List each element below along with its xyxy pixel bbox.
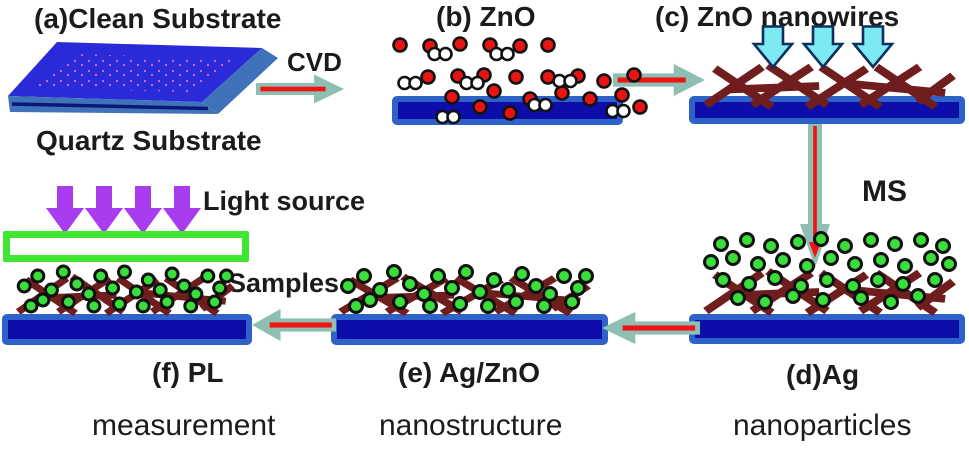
step-d-title: (d)Ag	[786, 359, 860, 390]
light-source-label: Light source	[203, 186, 366, 216]
light-source-panel	[3, 231, 249, 262]
d-to-e-arrow-icon	[602, 311, 700, 345]
step-b-title: (b) ZnO	[436, 1, 536, 32]
zno-precursor-particles	[392, 36, 648, 125]
zno-deposition-arrows-icon	[752, 25, 894, 69]
step-e-caption: nanostructure	[379, 409, 563, 442]
quartz-substrate-slab	[8, 42, 278, 114]
step-f-caption: measurement	[92, 409, 276, 442]
substrate-bar-d	[689, 314, 965, 344]
e-to-f-arrow-icon	[252, 308, 336, 342]
zno-nanowires-c	[703, 62, 956, 110]
cvd-label: CVD	[287, 47, 342, 77]
substrate-bar-e	[331, 314, 608, 345]
step-a-caption: Quartz Substrate	[36, 125, 262, 156]
step-f-title: (f) PL	[152, 357, 224, 388]
ag-particles-on-wires-e	[340, 264, 594, 314]
ag-nanoparticles-d	[703, 231, 957, 310]
step-a-title: (a)Clean Substrate	[34, 3, 282, 34]
samples-label: Samples	[228, 268, 340, 298]
cvd-arrow-icon	[256, 74, 344, 104]
substrate-bar-f	[2, 314, 252, 345]
step-e-title: (e) Ag/ZnO	[398, 357, 541, 388]
ms-label: MS	[862, 175, 907, 208]
step-d-caption: nanoparticles	[733, 409, 912, 442]
sample-particles-f	[16, 264, 234, 314]
light-arrows-icon	[46, 186, 201, 234]
